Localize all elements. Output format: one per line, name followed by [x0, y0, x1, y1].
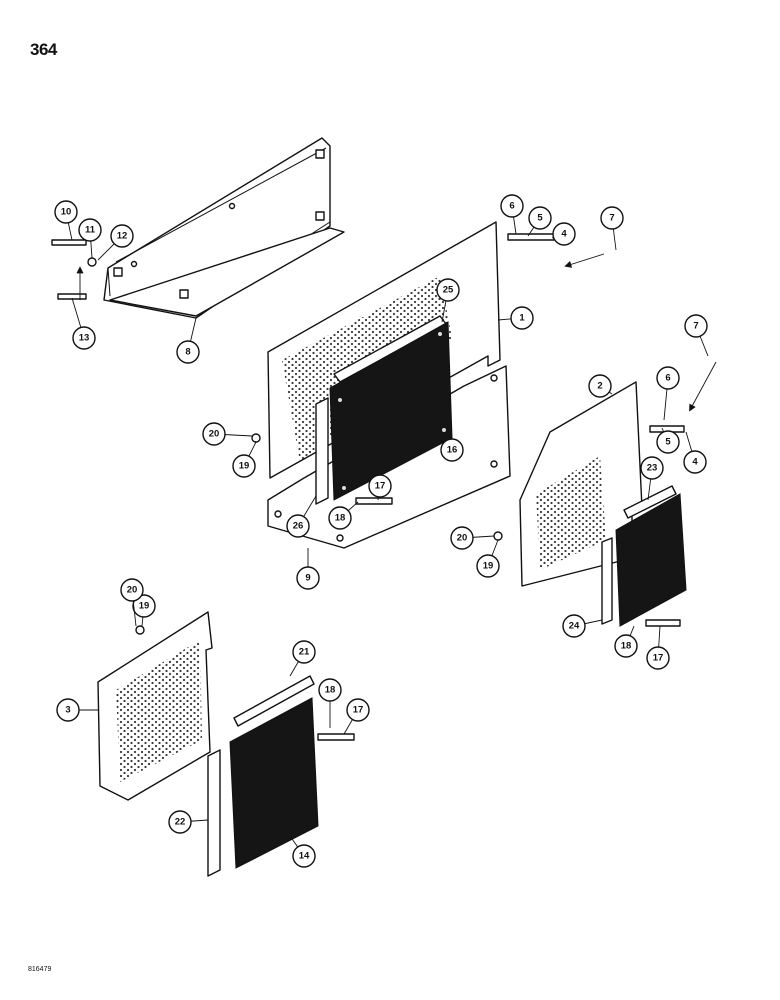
callout-label: 8 [185, 347, 190, 358]
callout-label: 18 [335, 513, 346, 524]
callout-18: 18 [614, 634, 638, 658]
callout-label: 17 [653, 653, 664, 664]
callout-7: 7 [600, 206, 624, 230]
callout-17: 17 [346, 698, 370, 722]
callout-label: 20 [457, 533, 468, 544]
pad-16 [329, 321, 453, 501]
callout-17: 17 [646, 646, 670, 670]
callout-24: 24 [562, 614, 586, 638]
page-number: 364 [30, 40, 57, 59]
callout-4: 4 [683, 450, 707, 474]
callout-17: 17 [368, 474, 392, 498]
arrow-top-right [564, 253, 605, 268]
callout-20: 20 [202, 422, 226, 446]
right-pad [615, 493, 687, 627]
strip-23 [623, 485, 677, 519]
callout-label: 2 [597, 381, 602, 392]
callout-5: 5 [656, 430, 680, 454]
callout-label: 5 [537, 213, 543, 224]
callout-label: 5 [665, 437, 671, 448]
callout-19: 19 [476, 554, 500, 578]
callout-label: 18 [621, 641, 632, 652]
callout-26: 26 [286, 514, 310, 538]
callout-18: 18 [318, 678, 342, 702]
callout-10: 10 [54, 200, 78, 224]
callout-2: 2 [588, 374, 612, 398]
callout-label: 17 [353, 705, 364, 716]
callout-label: 6 [665, 373, 670, 384]
callout-label: 3 [65, 705, 70, 716]
callout-label: 17 [375, 481, 386, 492]
arrow-right [689, 361, 717, 412]
callout-13: 13 [72, 326, 96, 350]
callout-label: 19 [483, 561, 494, 572]
callout-1: 1 [510, 306, 534, 330]
callout-label: 12 [117, 231, 128, 242]
pad-14 [229, 697, 319, 869]
callout-label: 7 [693, 321, 698, 332]
callout-12: 12 [110, 224, 134, 248]
callout-label: 19 [139, 601, 150, 612]
callout-8: 8 [176, 340, 200, 364]
callout-label: 26 [293, 521, 304, 532]
callout-label: 24 [569, 621, 580, 632]
strip-22 [207, 749, 221, 877]
top-bracket [103, 137, 345, 319]
callout-22: 22 [168, 810, 192, 834]
callout-label: 6 [509, 201, 514, 212]
callout-4: 4 [552, 222, 576, 246]
callout-label: 23 [647, 463, 658, 474]
callout-label: 20 [127, 585, 138, 596]
callout-label: 18 [325, 685, 336, 696]
callout-label: 4 [692, 457, 698, 468]
callout-label: 22 [175, 817, 186, 828]
callout-5: 5 [528, 206, 552, 230]
strip-26 [315, 397, 329, 505]
callout-6: 6 [656, 366, 680, 390]
lower-left-perforated-screen [97, 611, 213, 801]
callout-19: 19 [232, 454, 256, 478]
callout-20: 20 [450, 526, 474, 550]
callout-21: 21 [292, 640, 316, 664]
callout-label: 21 [299, 647, 310, 658]
right-perforated-screen [519, 381, 643, 587]
callout-label: 19 [239, 461, 250, 472]
callout-7: 7 [684, 314, 708, 338]
callout-label: 7 [609, 213, 614, 224]
callout-label: 25 [443, 285, 454, 296]
callout-11: 11 [78, 218, 102, 242]
callout-6: 6 [500, 194, 524, 218]
callout-25: 25 [436, 278, 460, 302]
callout-label: 14 [299, 851, 310, 862]
callout-9: 9 [296, 566, 320, 590]
callout-label: 16 [447, 445, 458, 456]
callout-label: 4 [561, 229, 567, 240]
callout-label: 11 [85, 225, 96, 236]
callout-23: 23 [640, 456, 664, 480]
strip-24 [601, 537, 613, 625]
callout-label: 9 [305, 573, 310, 584]
figure-code: 816479 [28, 966, 52, 973]
callout-14: 14 [292, 844, 316, 868]
callout-label: 20 [209, 429, 220, 440]
callout-label: 13 [79, 333, 90, 344]
callout-label: 10 [61, 207, 72, 218]
callout-3: 3 [56, 698, 80, 722]
callout-18: 18 [328, 506, 352, 530]
callout-19: 19 [132, 594, 156, 618]
callout-label: 1 [519, 313, 525, 324]
callout-20: 20 [120, 578, 144, 602]
strip-21 [233, 675, 315, 727]
callout-16: 16 [440, 438, 464, 462]
